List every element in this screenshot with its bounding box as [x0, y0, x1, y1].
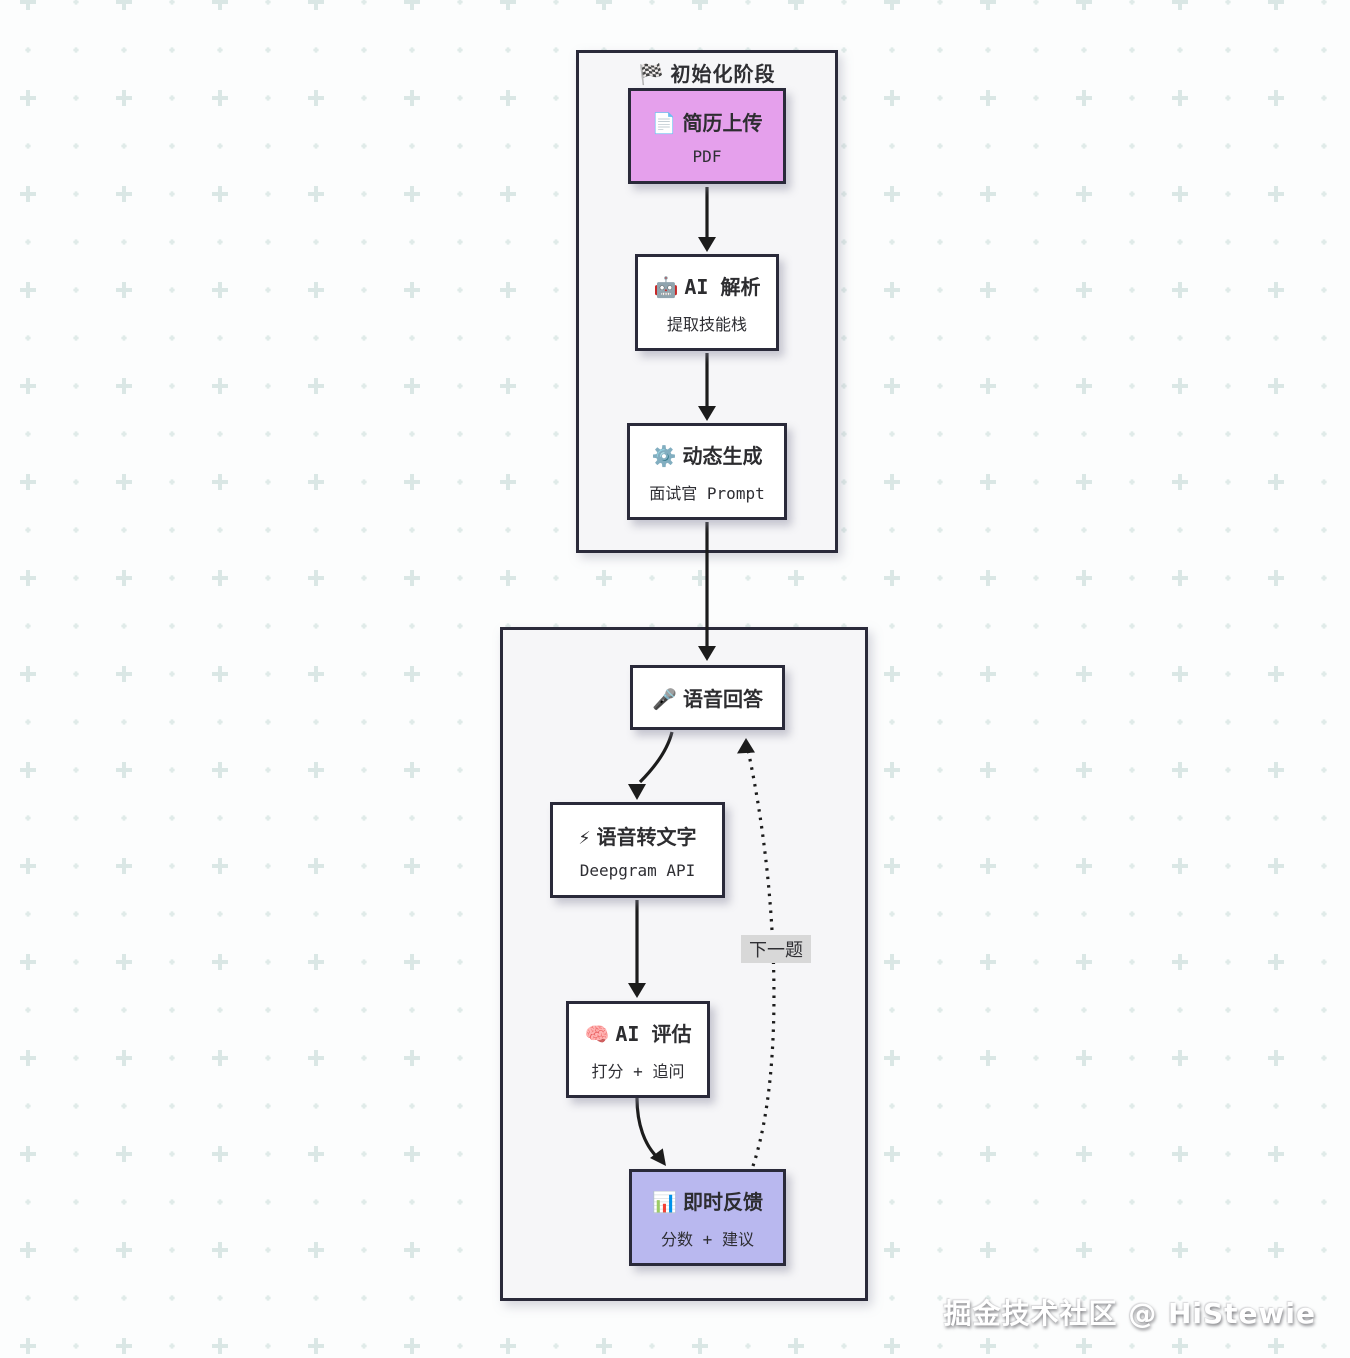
node-title-text: 语音转文字 [596, 824, 697, 849]
node-dynamic-prompt-generation: ⚙️动态生成 面试官 Prompt [627, 423, 787, 520]
microphone-icon: 🎤 [652, 687, 677, 711]
node-ai-evaluation: 🧠AI 评估 打分 + 追问 [566, 1001, 710, 1098]
node-subtitle-text: 面试官 Prompt [649, 483, 765, 503]
node-subtitle-text: Deepgram API [579, 860, 696, 880]
node-subtitle-text: PDF [692, 146, 722, 166]
node-instant-feedback: 📊即时反馈 分数 + 建议 [629, 1169, 786, 1266]
robot-icon: 🤖 [653, 274, 679, 299]
node-speech-to-text: ⚡语音转文字 Deepgram API [550, 802, 725, 898]
node-subtitle-text: 分数 + 建议 [661, 1229, 754, 1249]
node-subtitle-text: 打分 + 追问 [591, 1061, 685, 1081]
node-title-text: 语音回答 [682, 687, 763, 711]
edge-label-next-question: 下一题 [741, 935, 811, 963]
node-ai-parse: 🤖AI 解析 提取技能栈 [635, 254, 779, 351]
watermark: 掘金技术社区 @ HiStewie [943, 1297, 1316, 1330]
node-title-text: AI 解析 [684, 274, 761, 299]
checkered-flag-icon: 🏁 [638, 62, 665, 86]
node-resume-upload: 📄简历上传 PDF [628, 88, 786, 184]
node-title-text: AI 评估 [615, 1021, 692, 1046]
node-title-text: 简历上传 [682, 110, 763, 135]
brain-icon: 🧠 [584, 1021, 610, 1046]
gear-icon: ⚙️ [651, 443, 677, 468]
node-subtitle-text: 提取技能栈 [666, 314, 747, 334]
group-title-text: 初始化阶段 [670, 62, 776, 86]
node-voice-answer: 🎤语音回答 [630, 665, 785, 730]
lightning-icon: ⚡ [578, 824, 591, 849]
bar-chart-icon: 📊 [652, 1189, 677, 1214]
node-title-text: 动态生成 [682, 443, 763, 468]
group-initialization-title: 🏁初始化阶段 [579, 58, 835, 87]
page-icon: 📄 [651, 110, 677, 135]
node-title-text: 即时反馈 [682, 1189, 763, 1214]
